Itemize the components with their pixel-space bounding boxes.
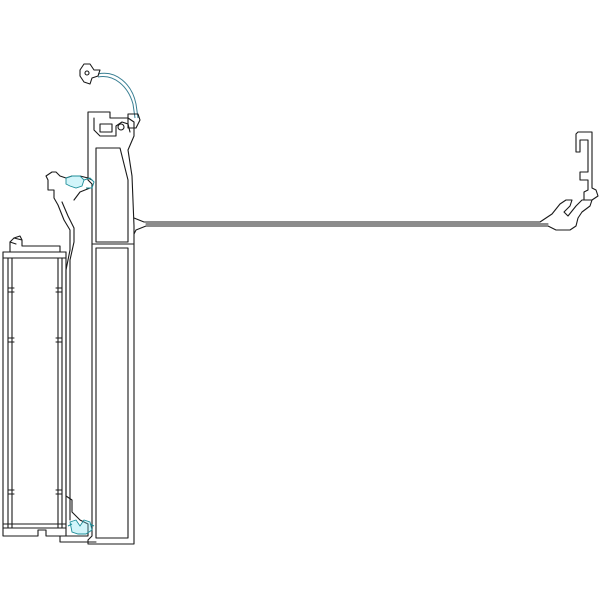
cable-seal-arc-inner xyxy=(97,76,136,119)
sash-frame-top-flange xyxy=(2,251,67,259)
gasket-upper xyxy=(65,175,95,189)
gasket-upper-shape xyxy=(65,175,85,189)
main-profile-inner-box-upper xyxy=(95,147,129,243)
end-clip-outline xyxy=(575,131,599,201)
cable-seal-knot xyxy=(79,63,101,85)
cable-seal-arc xyxy=(97,72,139,119)
gasket-lower-lip xyxy=(67,523,95,527)
cable-seal xyxy=(79,63,141,129)
gasket-lower xyxy=(67,519,95,535)
sash-frame-inner-right-wall xyxy=(57,257,63,529)
glazing-bead-top xyxy=(87,111,135,545)
end-clip xyxy=(575,131,599,201)
adapter-bottom-foot xyxy=(59,535,97,543)
cover-arm-body xyxy=(133,199,593,235)
main-profile-screw-port xyxy=(117,123,125,131)
sash-frame-inner-left-wall xyxy=(7,257,13,529)
sash-frame xyxy=(2,235,67,537)
sash-frame-top-lip xyxy=(9,235,23,245)
adapter-inner-line xyxy=(61,187,91,521)
mullion-profile xyxy=(45,171,97,543)
main-profile-inner-box-lower xyxy=(95,247,129,539)
sash-frame-ticks xyxy=(7,287,63,495)
gasket-lower-shape xyxy=(69,519,93,535)
sash-frame-bottom-flange xyxy=(2,523,67,529)
main-profile-head xyxy=(93,117,131,137)
main-profile-outer xyxy=(87,111,135,545)
cable-seal-knot-center xyxy=(84,70,90,76)
cable-seal-clip xyxy=(127,113,141,129)
gasket-upper-lip xyxy=(83,177,95,189)
adapter-stepped-outline xyxy=(45,171,93,537)
cover-arm xyxy=(133,199,593,235)
